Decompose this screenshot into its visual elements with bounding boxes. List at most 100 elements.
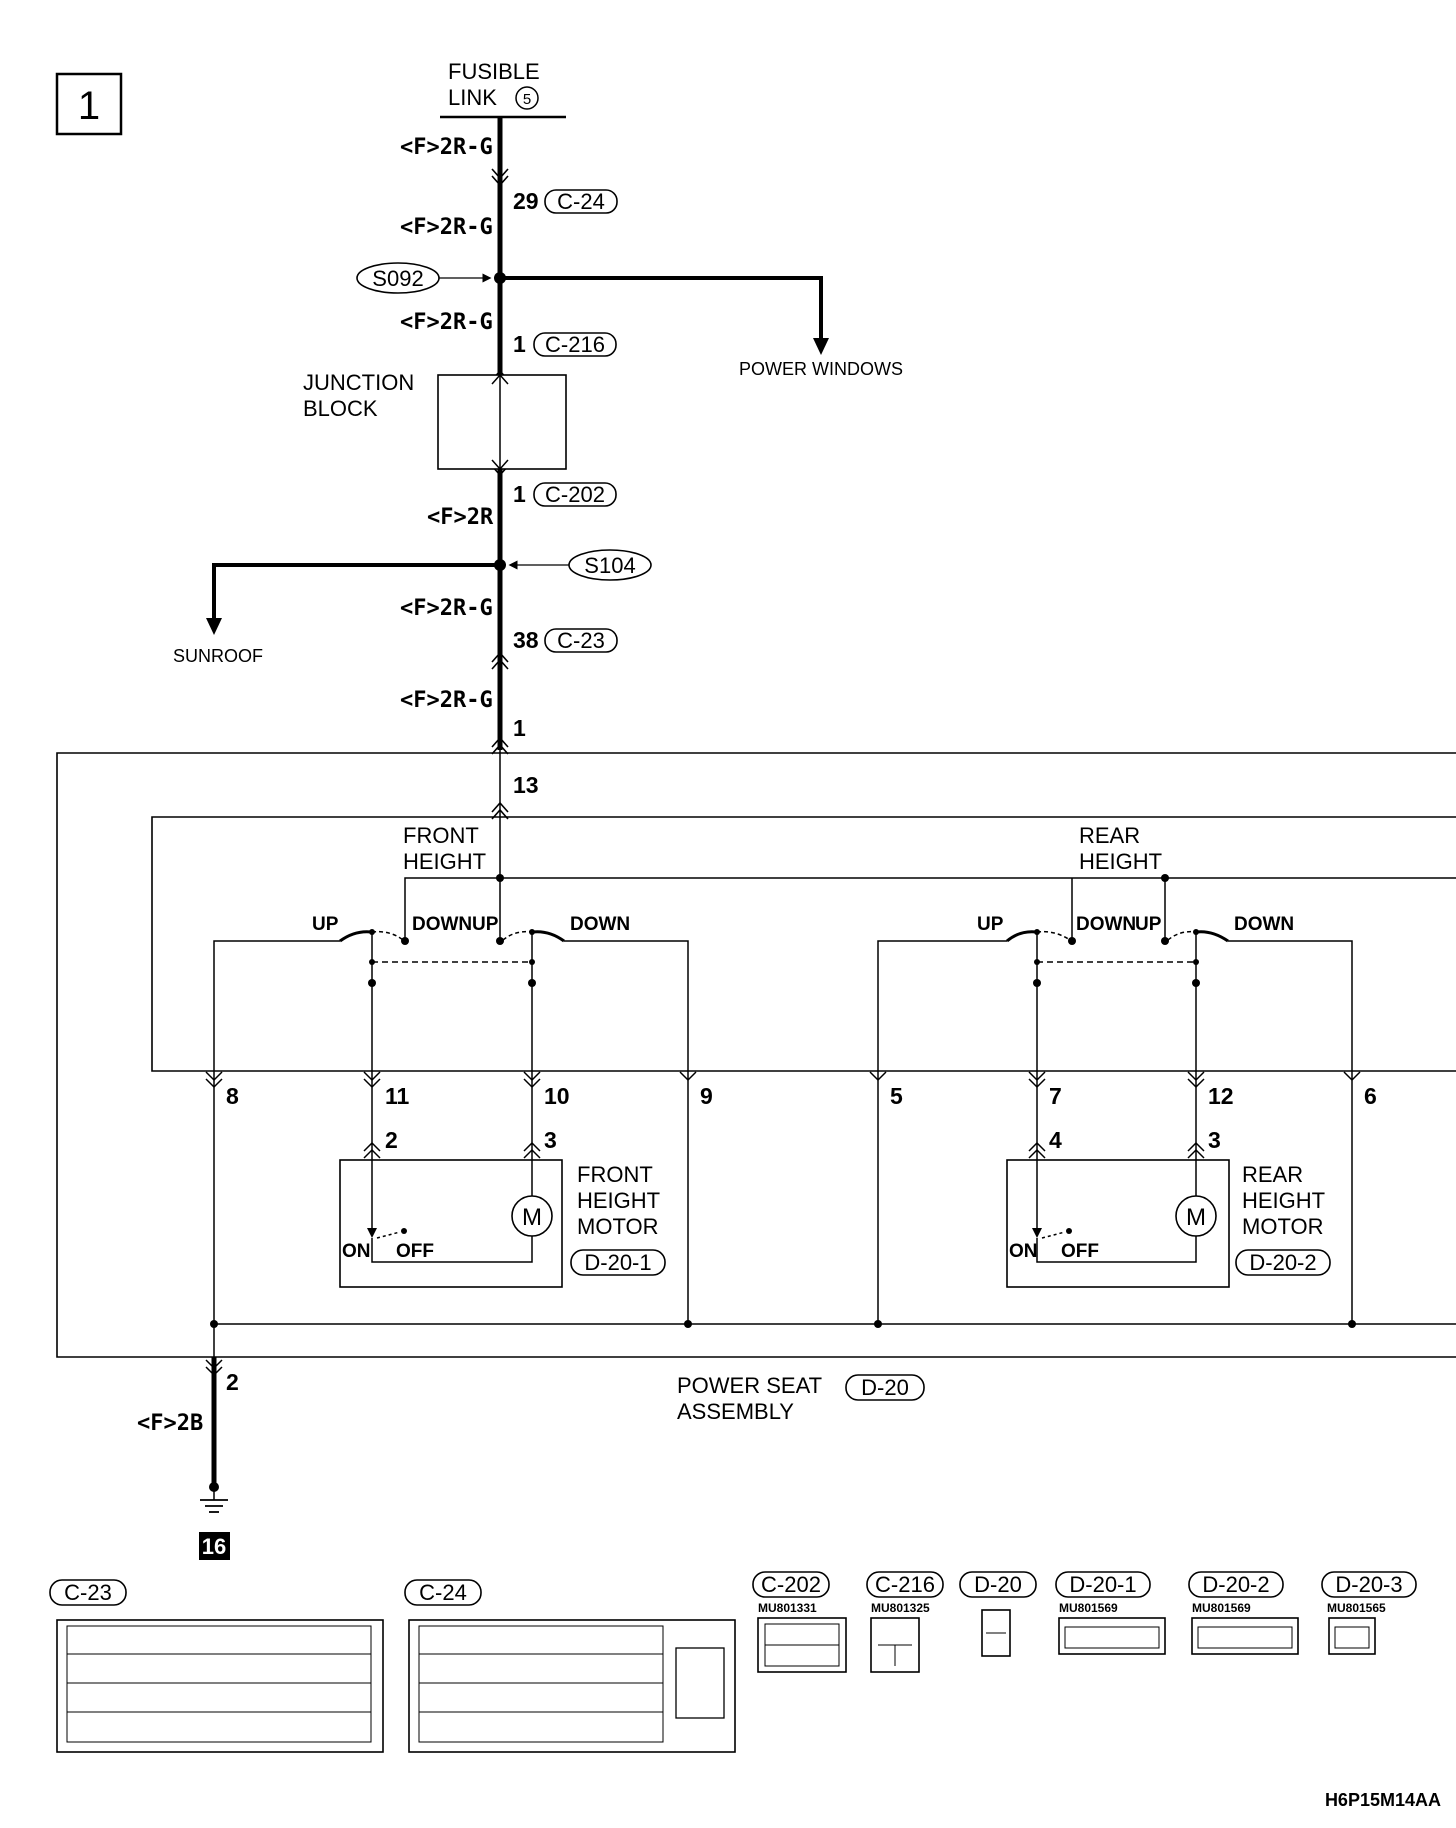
switch-down-label: DOWN bbox=[412, 914, 472, 935]
rear-height-label-2: HEIGHT bbox=[1079, 849, 1162, 874]
motor-label: REAR bbox=[1242, 1162, 1303, 1187]
switch-up-label: UP bbox=[977, 914, 1004, 935]
motor-icon bbox=[511, 1195, 553, 1237]
switch-feed-lines bbox=[404, 877, 1456, 940]
connector-tag-c216: C-216 bbox=[545, 332, 605, 357]
connector-tag-c24: C-24 bbox=[557, 189, 605, 214]
connector-view-title: C-24 bbox=[419, 1580, 467, 1605]
pin-number: 12 bbox=[1208, 1083, 1234, 1109]
motor-label: MOTOR bbox=[1242, 1214, 1323, 1239]
rear-height-motor: ON OFF M REAR HEIGHT MOTOR D-20-2 bbox=[1006, 1159, 1331, 1288]
on-label: ON bbox=[1009, 1241, 1038, 1262]
off-label: OFF bbox=[396, 1241, 434, 1262]
motor-pin-marks bbox=[363, 1141, 1205, 1159]
pin-number: 13 bbox=[513, 772, 539, 798]
motor-icon bbox=[1175, 1195, 1217, 1237]
assembly-line1: POWER SEAT bbox=[677, 1373, 822, 1398]
connector-view-title: D-20-1 bbox=[1069, 1572, 1136, 1597]
pin-number: 11 bbox=[385, 1083, 410, 1109]
part-number: MU801569 bbox=[1192, 1601, 1251, 1615]
junction-block-line1: JUNCTION bbox=[303, 370, 414, 395]
wire-label: <F>2R-G bbox=[400, 215, 493, 240]
power-seat-assembly-label: POWER SEAT D-20 ASSEMBLY bbox=[677, 1373, 925, 1424]
connector-view-title: C-202 bbox=[761, 1572, 821, 1597]
part-number: MU801569 bbox=[1059, 1601, 1118, 1615]
wire-label: <F>2R-G bbox=[400, 135, 493, 160]
pin-number: 4 bbox=[1049, 1127, 1062, 1153]
switch-down-label: DOWN bbox=[1076, 914, 1136, 935]
fusible-link-line2: LINK bbox=[448, 85, 497, 110]
pin-number: 1 bbox=[513, 331, 526, 357]
page-number: 1 bbox=[78, 84, 100, 128]
switch-pin-marks bbox=[205, 1071, 1361, 1324]
pin-number: 8 bbox=[226, 1083, 239, 1109]
connector-tag-c202: C-202 bbox=[545, 482, 605, 507]
branch-label: SUNROOF bbox=[173, 646, 263, 666]
pin-number: 1 bbox=[513, 715, 526, 741]
power-windows-branch: POWER WINDOWS bbox=[500, 276, 903, 379]
wire-label: <F>2R-G bbox=[400, 688, 493, 713]
part-number: MU801331 bbox=[758, 1601, 817, 1615]
page-number-box: 1 bbox=[55, 72, 123, 136]
fusible-link-line1: FUSIBLE bbox=[448, 59, 540, 84]
fusible-link: FUSIBLE LINK 5 bbox=[440, 59, 566, 119]
pin-number: 9 bbox=[700, 1083, 713, 1109]
pin-number: 10 bbox=[544, 1083, 570, 1109]
on-label: ON bbox=[342, 1241, 371, 1262]
motor-symbol: M bbox=[1186, 1204, 1206, 1231]
ground-wire: 2 <F>2B 16 bbox=[137, 1324, 239, 1560]
pin-number: 38 bbox=[513, 627, 539, 653]
pin-number: 3 bbox=[1208, 1127, 1221, 1153]
pin-number: 5 bbox=[890, 1083, 903, 1109]
motor-label: HEIGHT bbox=[1242, 1188, 1325, 1213]
motor-label: MOTOR bbox=[577, 1214, 658, 1239]
connector-view-title: D-20 bbox=[974, 1572, 1022, 1597]
off-label: OFF bbox=[1061, 1241, 1099, 1262]
switch-down-label: DOWN bbox=[570, 914, 630, 935]
switch-up-label: UP bbox=[472, 914, 499, 935]
front-height-label-2: HEIGHT bbox=[403, 849, 486, 874]
connector-view-d203: D-20-3 MU801565 bbox=[1321, 1571, 1417, 1655]
ground-bus bbox=[210, 1320, 1456, 1328]
connector-tag-c23: C-23 bbox=[557, 628, 605, 653]
splice-label: S092 bbox=[372, 266, 423, 291]
connector-view-c216: C-216 MU801325 bbox=[866, 1571, 944, 1673]
connector-view-c24: C-24 bbox=[404, 1579, 736, 1753]
pin-number: 1 bbox=[513, 481, 526, 507]
connector-view-title: D-20-2 bbox=[1202, 1572, 1269, 1597]
wire-label: <F>2B bbox=[137, 1411, 203, 1436]
fusible-link-number: 5 bbox=[523, 91, 531, 108]
wire-label: <F>2R-G bbox=[400, 310, 493, 335]
part-number: MU801325 bbox=[871, 1601, 930, 1615]
motor-label: FRONT bbox=[577, 1162, 653, 1187]
rear-switch bbox=[877, 929, 1353, 1324]
connector-view-title: C-216 bbox=[875, 1572, 935, 1597]
switch-up-label: UP bbox=[312, 914, 339, 935]
connector-tag-d20: D-20 bbox=[861, 1375, 909, 1400]
connector-view-title: D-20-3 bbox=[1335, 1572, 1402, 1597]
power-seat-assembly-box bbox=[56, 752, 1456, 1358]
ground-number: 16 bbox=[202, 1534, 226, 1559]
connector-tag-d201: D-20-1 bbox=[584, 1250, 651, 1275]
connector-tag-d202: D-20-2 bbox=[1249, 1250, 1316, 1275]
motor-label: HEIGHT bbox=[577, 1188, 660, 1213]
pin-number: 3 bbox=[544, 1127, 557, 1153]
splice-s104: S104 bbox=[494, 549, 652, 581]
pin-number: 7 bbox=[1049, 1083, 1062, 1109]
sunroof-branch: SUNROOF bbox=[173, 563, 500, 666]
part-number: MU801565 bbox=[1327, 1601, 1386, 1615]
junction-block: JUNCTION BLOCK bbox=[303, 370, 567, 471]
connector-view-d20: D-20 bbox=[959, 1571, 1037, 1657]
wire-label: <F>2R-G bbox=[400, 596, 493, 621]
connector-view-title: C-23 bbox=[64, 1580, 112, 1605]
diagram-code: H6P15M14AA bbox=[1325, 1790, 1441, 1810]
front-height-motor: ON OFF M FRONT HEIGHT MOTOR D-20-1 bbox=[339, 1159, 666, 1288]
switch-up-label: UP bbox=[1135, 914, 1162, 935]
assembly-line2: ASSEMBLY bbox=[677, 1399, 794, 1424]
connector-view-d202: D-20-2 MU801569 bbox=[1188, 1571, 1299, 1655]
wire-label: <F>2R bbox=[427, 505, 494, 530]
pin-number: 6 bbox=[1364, 1083, 1377, 1109]
switch-down-label: DOWN bbox=[1234, 914, 1294, 935]
pin-number: 29 bbox=[513, 188, 539, 214]
